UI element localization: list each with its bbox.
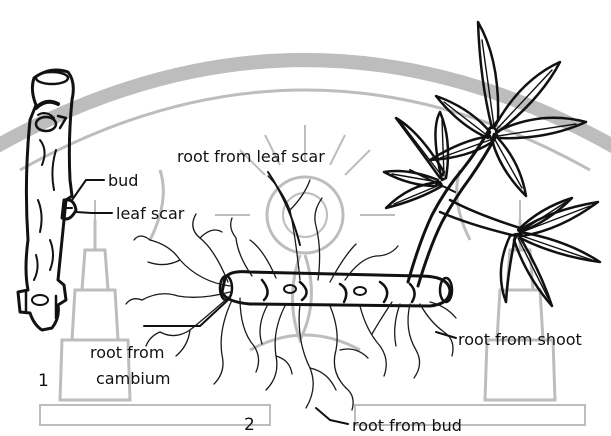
label-root-from-shoot: root from shoot xyxy=(458,330,582,349)
leaf-scar-leader-line xyxy=(76,212,112,213)
figure-2-rooted-cutting xyxy=(126,22,600,424)
figure-1-number: 1 xyxy=(38,371,49,391)
root-from-cambium-leader-line xyxy=(144,300,228,326)
label-root-from-bud: root from bud xyxy=(352,416,462,435)
label-root-from-cambium-line2: cambium xyxy=(96,369,171,388)
label-root-from-leaf-scar: root from leaf scar xyxy=(177,147,325,166)
bud-leader-line xyxy=(72,180,104,200)
root-from-bud-leader-line xyxy=(316,408,348,424)
label-leaf-scar: leaf scar xyxy=(116,204,185,223)
label-bud: bud xyxy=(108,171,138,190)
figure-2-number: 2 xyxy=(244,415,255,435)
label-root-from-cambium-line1: root from xyxy=(90,343,164,362)
